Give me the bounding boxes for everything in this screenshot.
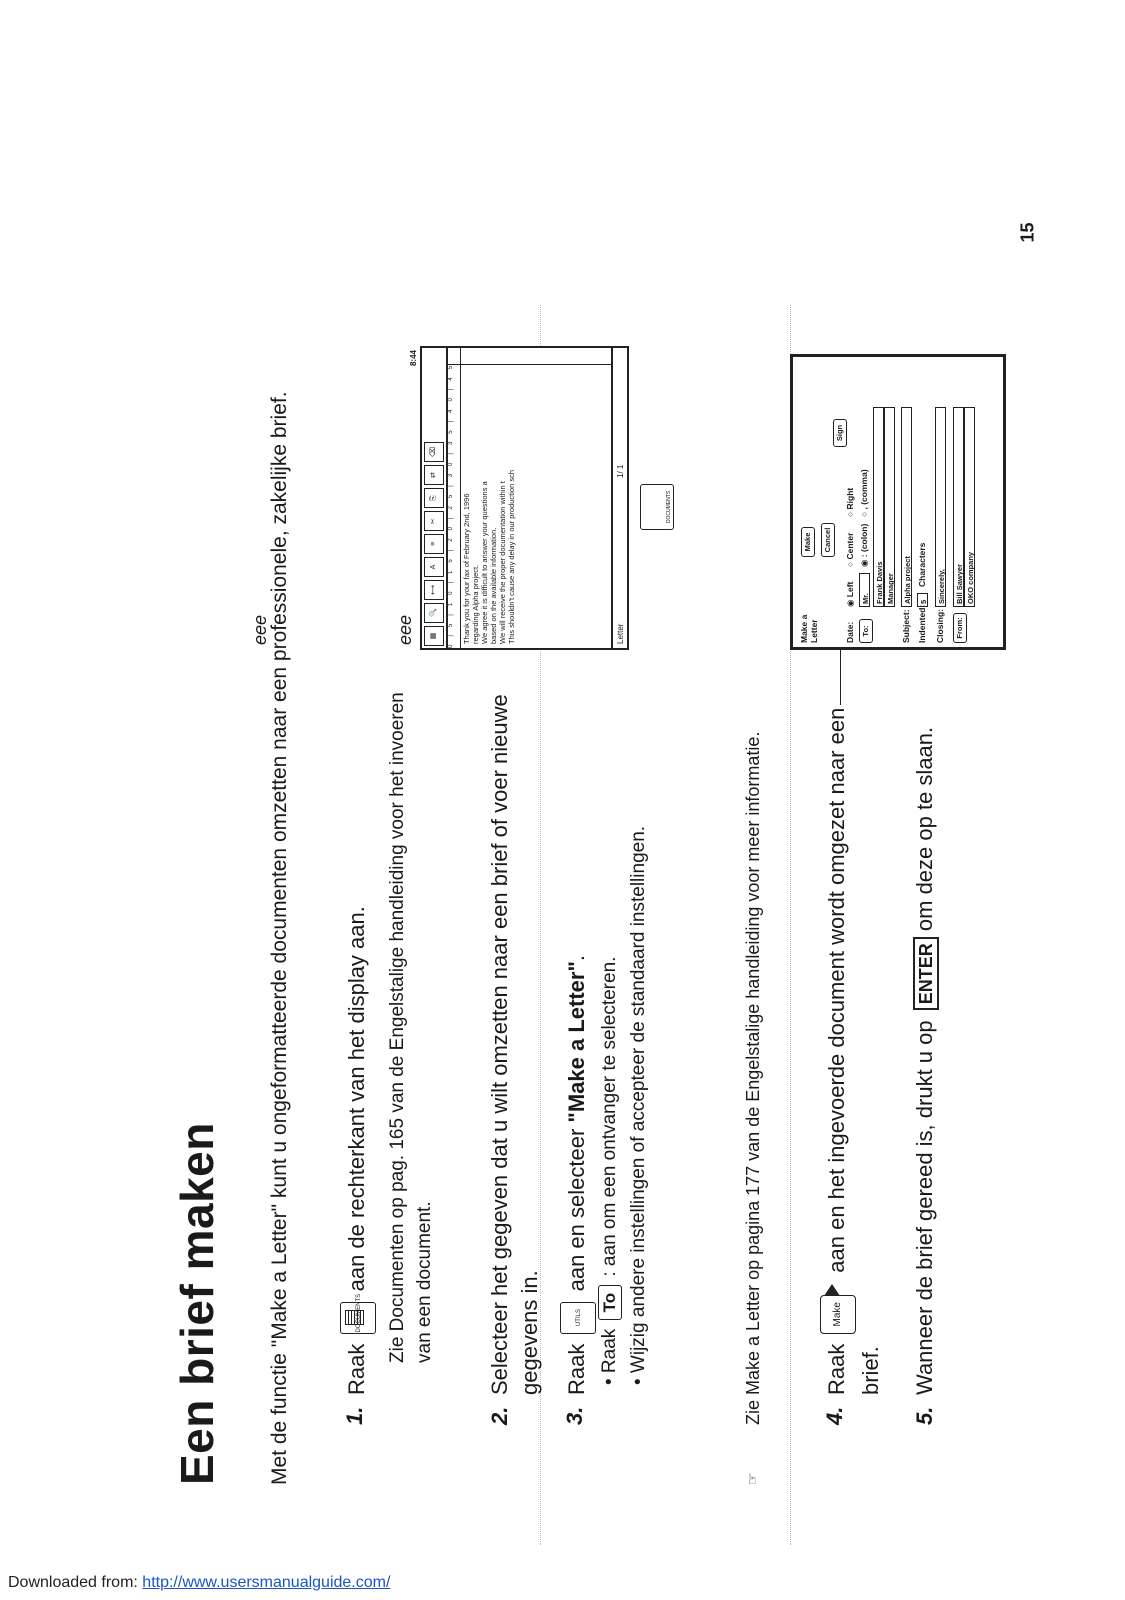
- step-number: 3.: [562, 1406, 587, 1425]
- note-icon: ☞: [744, 1472, 760, 1485]
- characters-label: Characters: [917, 542, 927, 587]
- step-1: 1. Raak DOCUMENTS aan de rechterkant van…: [340, 665, 450, 1425]
- indented-label: Indented:: [917, 604, 927, 643]
- indent-field[interactable]: 5: [917, 593, 928, 607]
- step-bullet: • Wijzig andere instellingen of acceptee…: [628, 825, 649, 1385]
- step-text: aan de rechterkant van het display aan.: [343, 906, 369, 1292]
- utils-icon[interactable]: UTILS: [560, 1301, 596, 1334]
- toolbar-button[interactable]: A: [424, 557, 444, 577]
- make-button[interactable]: Make: [801, 527, 815, 557]
- comma-radio[interactable]: ○ , (comma): [859, 469, 869, 517]
- footer-text: Downloaded from:: [8, 1574, 143, 1591]
- step-4: 4. Raak Make aan en het ingevoerde docum…: [820, 665, 890, 1425]
- page-number: 15: [1017, 222, 1038, 243]
- recipient-name-field[interactable]: Frank Davis: [873, 407, 884, 607]
- step-text: Selecteer het gegeven dat u wilt omzette…: [487, 694, 542, 1395]
- align-right-radio[interactable]: ○ Right: [845, 487, 855, 517]
- rotated-page: Een brief maken Met de functie "Make a L…: [140, 205, 1040, 1545]
- subject-label: Subject:: [901, 609, 911, 643]
- toolbar-button[interactable]: ⇄: [424, 465, 444, 485]
- cutline-mark: eee: [395, 614, 415, 645]
- date-label: Date:: [845, 621, 855, 643]
- step-number: 2.: [487, 1406, 512, 1425]
- align-center-radio[interactable]: ○ Center: [845, 532, 855, 567]
- closing-label: Closing:: [935, 609, 945, 643]
- step-text: Raak: [343, 1343, 369, 1395]
- ruler: 0|5|10|15|20|25|30|35|40|45: [448, 348, 461, 648]
- step-number: 5.: [912, 1406, 937, 1425]
- enter-key[interactable]: ENTER: [913, 937, 939, 1011]
- toolbar-button[interactable]: ≡: [424, 534, 444, 554]
- document-body: Thank you for your fax of February 2nd, …: [462, 469, 516, 644]
- make-a-letter-dialog: Make a Letter Make Cancel Sign Date: To:…: [790, 354, 1006, 650]
- document-window-screenshot: 8:44 ▦ 🔍 ⟷ A ≡ ✂ ⎘ ⇄ ⌫ 0|5|10|15|20|25|3…: [409, 346, 629, 650]
- step-text: om deze op te slaan.: [912, 726, 937, 932]
- make-button-icon[interactable]: Make: [820, 1295, 856, 1334]
- scrollbar[interactable]: [448, 348, 611, 365]
- toolbar: ▦ 🔍 ⟷ A ≡ ✂ ⎘ ⇄ ⌫: [422, 348, 448, 648]
- toolbar-button[interactable]: ⎘: [424, 488, 444, 508]
- from-button[interactable]: From:: [953, 613, 967, 643]
- subject-field[interactable]: Alpha project: [901, 407, 912, 607]
- sign-button[interactable]: Sign: [833, 419, 847, 447]
- cancel-button[interactable]: Cancel: [821, 523, 835, 557]
- step-text: Raak: [823, 1343, 849, 1395]
- note-text: Zie Make a Letter op pagina 177 van de E…: [743, 731, 763, 1425]
- colon-radio[interactable]: ◉ : (colon): [859, 523, 869, 567]
- toolbar-button[interactable]: ✂: [424, 511, 444, 531]
- documents-icon[interactable]: DOCUMENTS: [340, 1294, 376, 1334]
- toolbar-button[interactable]: ⟷: [424, 580, 444, 600]
- documents-tab-icon[interactable]: DOCUMENTS: [640, 484, 674, 530]
- status-bar: Letter 1/ 1: [611, 348, 627, 648]
- connector-line: [840, 649, 841, 705]
- toolbar-button[interactable]: 🔍: [424, 603, 444, 623]
- footer-link[interactable]: http://www.usersmanualguide.com/: [142, 1574, 391, 1591]
- step-text: aan en selecteer: [563, 1128, 589, 1292]
- to-button[interactable]: To:: [859, 619, 873, 643]
- step-text: .: [563, 954, 589, 962]
- dialog-title: Make a Letter: [799, 614, 819, 643]
- closing-field[interactable]: Sincerely,: [935, 407, 946, 607]
- toolbar-button[interactable]: ⌫: [424, 442, 444, 462]
- sender-name-field[interactable]: Bill Sawyer: [953, 407, 964, 607]
- step-5: 5. Wanneer de brief gereed is, drukt u o…: [910, 665, 980, 1425]
- step-number: 1.: [342, 1406, 367, 1425]
- footer: Downloaded from: http://www.usersmanualg…: [8, 1574, 390, 1592]
- recipient-title-field[interactable]: Manager: [884, 407, 895, 607]
- cutline-mark: eee: [250, 614, 270, 645]
- step-3: 3. Raak UTILS aan en selecteer "Make a L…: [560, 665, 710, 1425]
- step-bullet: • Raak To : aan om een ontvanger te sele…: [597, 956, 622, 1385]
- toolbar-button[interactable]: ▦: [424, 626, 444, 646]
- step-text: Wanneer de brief gereed is, drukt u op: [912, 1020, 937, 1395]
- clock: 8:44: [409, 350, 418, 367]
- step-2: 2. Selecteer het gegeven dat u wilt omze…: [485, 665, 565, 1425]
- step-text: Raak: [563, 1343, 589, 1395]
- align-left-radio[interactable]: ◉ Left: [845, 581, 855, 607]
- note: ☞ Zie Make a Letter op pagina 177 van de…: [740, 685, 800, 1485]
- salutation-select[interactable]: Mr.: [859, 573, 870, 607]
- intro-paragraph: Met de functie "Make a Letter" kunt u on…: [268, 391, 291, 1485]
- step-subtext: Zie Documenten op pag. 165 van de Engels…: [387, 692, 435, 1363]
- to-button[interactable]: To: [597, 1284, 622, 1321]
- sender-company-field[interactable]: OKO company: [964, 407, 975, 607]
- step-number: 4.: [822, 1406, 847, 1425]
- make-a-letter-label: "Make a Letter": [563, 961, 589, 1123]
- page-title: Een brief maken: [171, 1122, 223, 1485]
